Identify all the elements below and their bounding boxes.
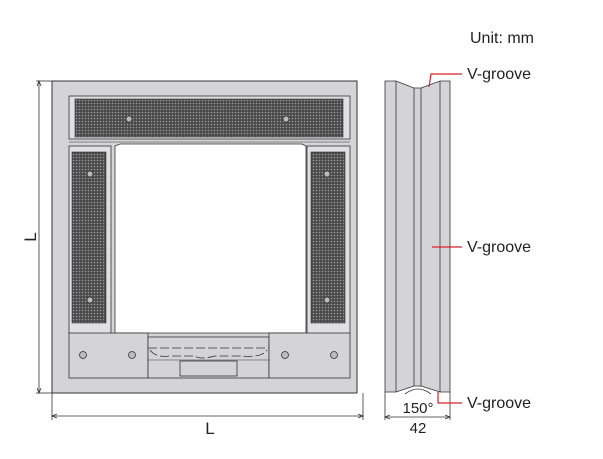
- v-groove-middle-label: V-groove: [467, 239, 531, 256]
- right-mesh-panel: [310, 151, 346, 324]
- angle-label: 150°: [402, 400, 433, 417]
- v-groove-bottom-label: V-groove: [467, 395, 531, 412]
- screw-icons: [79, 115, 338, 359]
- left-mesh-panel: [71, 151, 107, 324]
- leader-lines: [428, 73, 462, 404]
- front-view: [51, 80, 358, 394]
- height-label: L: [21, 232, 40, 241]
- width-label: L: [205, 419, 214, 438]
- bottom-plate: [179, 360, 238, 377]
- front-dimensions: [36, 79, 365, 420]
- top-mesh-panel: [74, 98, 344, 138]
- side-view: [383, 80, 452, 420]
- window-opening: [114, 143, 307, 334]
- v-groove-top-label: V-groove: [467, 66, 531, 83]
- unit-label: Unit: mm: [470, 30, 534, 47]
- side-width-label: 42: [410, 420, 427, 437]
